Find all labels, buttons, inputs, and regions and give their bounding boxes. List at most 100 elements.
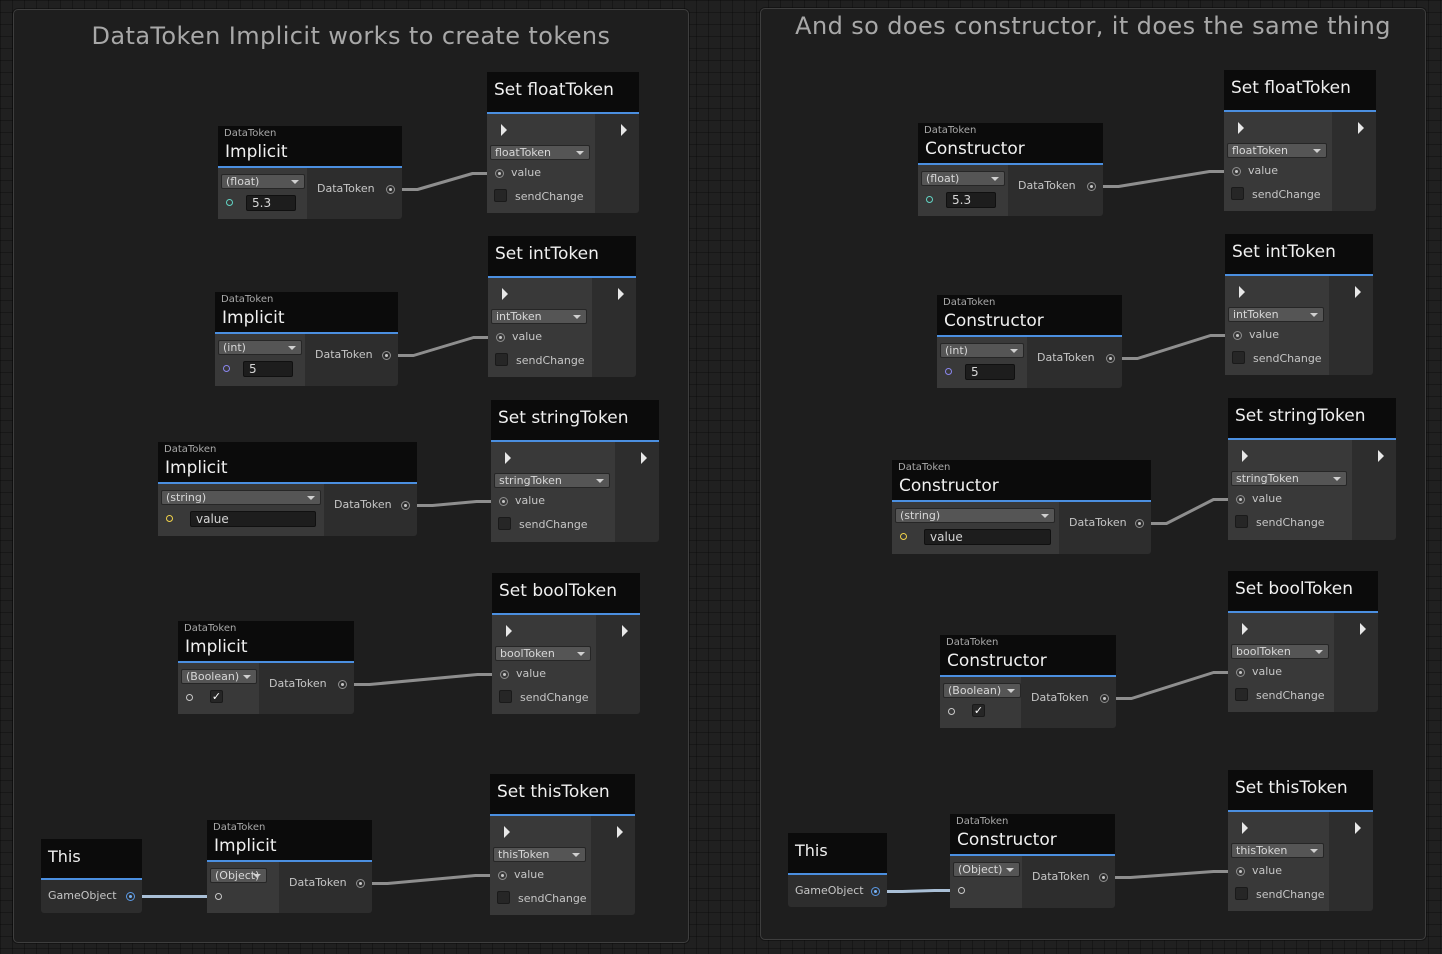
flow-in-arrow-icon[interactable]: [1238, 122, 1244, 134]
variable-dropdown[interactable]: intToken: [491, 309, 587, 324]
input-port-value[interactable]: [500, 670, 509, 679]
send-change-checkbox[interactable]: [1231, 187, 1244, 200]
input-port-icon[interactable]: [223, 365, 230, 372]
flow-out-arrow-icon[interactable]: [1378, 450, 1384, 462]
type-dropdown[interactable]: (float): [921, 171, 1005, 186]
type-dropdown[interactable]: (int): [218, 340, 302, 355]
type-dropdown[interactable]: (string): [895, 508, 1055, 523]
flow-in-arrow-icon[interactable]: [1242, 450, 1248, 462]
flow-out-arrow-icon[interactable]: [1360, 623, 1366, 635]
value-input[interactable]: value: [924, 529, 1051, 545]
output-port-gameobject[interactable]: [126, 892, 135, 901]
variable-dropdown[interactable]: boolToken: [1231, 644, 1329, 659]
flow-out-arrow-icon[interactable]: [1358, 122, 1364, 134]
type-dropdown[interactable]: (string): [161, 490, 321, 505]
output-port-datatoken[interactable]: [356, 879, 365, 888]
flow-out-arrow-icon[interactable]: [622, 625, 628, 637]
input-port-icon[interactable]: [958, 887, 965, 894]
flow-in-arrow-icon[interactable]: [1242, 623, 1248, 635]
type-dropdown[interactable]: (float): [221, 174, 305, 189]
input-port-icon[interactable]: [166, 515, 173, 522]
variable-dropdown[interactable]: stringToken: [1231, 471, 1347, 486]
send-change-checkbox[interactable]: [1235, 688, 1248, 701]
output-port-gameobject[interactable]: [871, 887, 880, 896]
input-port-icon[interactable]: [926, 196, 933, 203]
flow-out-arrow-icon[interactable]: [617, 826, 623, 838]
output-port-datatoken[interactable]: [401, 501, 410, 510]
variable-dropdown[interactable]: floatToken: [1227, 143, 1327, 158]
output-port-datatoken[interactable]: [1087, 182, 1096, 191]
flow-in-arrow-icon[interactable]: [1242, 822, 1248, 834]
input-port-value[interactable]: [498, 871, 507, 880]
flow-out-arrow-icon[interactable]: [621, 124, 627, 136]
input-port-value[interactable]: [495, 169, 504, 178]
flow-out-arrow-icon[interactable]: [618, 288, 624, 300]
send-change-checkbox[interactable]: [497, 891, 510, 904]
variable-dropdown[interactable]: boolToken: [495, 646, 591, 661]
output-port-datatoken[interactable]: [1106, 354, 1115, 363]
value-input[interactable]: value: [190, 511, 316, 527]
input-port-value[interactable]: [1233, 331, 1242, 340]
value-input[interactable]: 5.3: [246, 195, 296, 211]
input-port-value[interactable]: [1236, 668, 1245, 677]
input-port-value[interactable]: [496, 333, 505, 342]
type-dropdown[interactable]: (Object): [210, 868, 267, 883]
variable-dropdown[interactable]: intToken: [1228, 307, 1324, 322]
bool-checkbox[interactable]: ✓: [972, 704, 985, 717]
output-port-datatoken[interactable]: [1135, 519, 1144, 528]
input-port-value[interactable]: [499, 497, 508, 506]
value-input[interactable]: 5: [965, 364, 1015, 380]
send-change-checkbox[interactable]: [494, 189, 507, 202]
input-port-icon[interactable]: [900, 533, 907, 540]
send-change-checkbox[interactable]: [1235, 515, 1248, 528]
bool-checkbox[interactable]: ✓: [210, 690, 223, 703]
output-port-datatoken[interactable]: [338, 680, 347, 689]
output-port-datatoken[interactable]: [1100, 694, 1109, 703]
input-port-icon[interactable]: [226, 199, 233, 206]
type-dropdown[interactable]: (Object): [953, 862, 1020, 877]
flow-in-arrow-icon[interactable]: [1239, 286, 1245, 298]
variable-dropdown[interactable]: thisToken: [1231, 843, 1324, 858]
flow-in-arrow-icon[interactable]: [504, 826, 510, 838]
input-port-value[interactable]: [1236, 495, 1245, 504]
input-port-icon[interactable]: [186, 694, 193, 701]
variable-dropdown[interactable]: thisToken: [493, 847, 586, 862]
flow-in-arrow-icon[interactable]: [506, 625, 512, 637]
variable-dropdown[interactable]: floatToken: [490, 145, 590, 160]
flow-in-arrow-icon[interactable]: [505, 452, 511, 464]
input-port-icon[interactable]: [948, 708, 955, 715]
type-dropdown[interactable]: (int): [940, 343, 1024, 358]
send-change-checkbox[interactable]: [499, 690, 512, 703]
input-port-value[interactable]: [1236, 867, 1245, 876]
send-change-checkbox[interactable]: [495, 353, 508, 366]
output-port-datatoken[interactable]: [386, 185, 395, 194]
variable-dropdown[interactable]: stringToken: [494, 473, 610, 488]
flow-out-arrow-icon[interactable]: [1355, 286, 1361, 298]
type-dropdown[interactable]: (Boolean): [943, 683, 1021, 698]
flow-out-arrow-icon[interactable]: [641, 452, 647, 464]
send-change-checkbox[interactable]: [498, 517, 511, 530]
value-input[interactable]: 5.3: [946, 192, 996, 208]
value-input[interactable]: 5: [243, 361, 293, 377]
output-port-datatoken[interactable]: [1099, 873, 1108, 882]
